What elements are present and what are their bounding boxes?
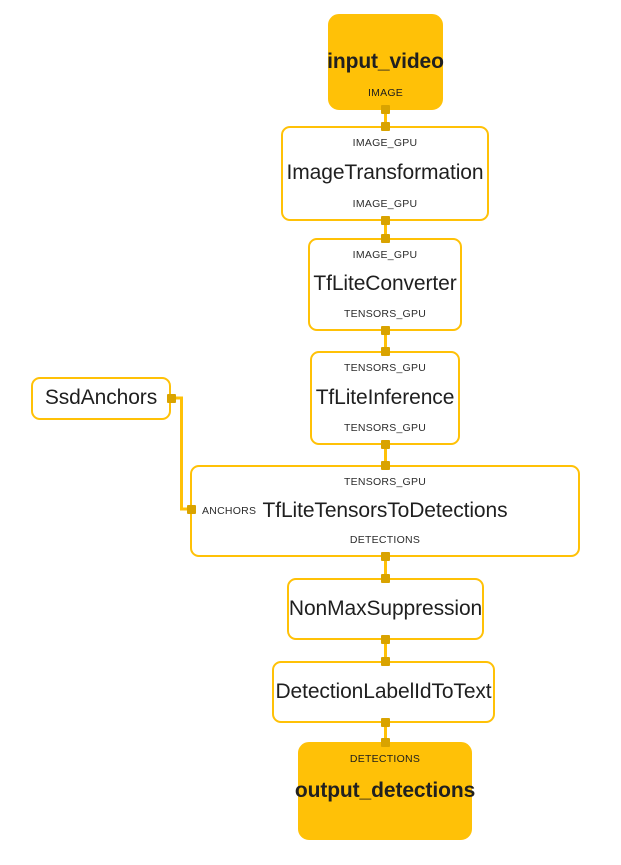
port-dot-non-max-suppression-in[interactable]	[381, 574, 390, 583]
port-dot-detection-label-in[interactable]	[381, 657, 390, 666]
input-port-label: IMAGE_GPU	[352, 249, 418, 261]
node-tflite-tensors-to-detections[interactable]: TENSORS_GPU ANCHORS TfLiteTensorsToDetec…	[190, 465, 580, 557]
port-dot-tensors-to-detections-in[interactable]	[381, 461, 390, 470]
output-port-label: TENSORS_GPU	[343, 421, 427, 434]
node-title: input_video	[327, 49, 444, 73]
node-title: SsdAnchors	[44, 386, 158, 410]
port-dot-input-video-out[interactable]	[381, 105, 390, 114]
port-dot-non-max-suppression-out[interactable]	[381, 635, 390, 644]
node-detection-label-id-to-text[interactable]: DetectionLabelIdToText	[272, 661, 495, 723]
side-input-port-label: ANCHORS	[202, 504, 257, 517]
port-dot-image-transformation-out[interactable]	[381, 216, 390, 225]
node-input-video[interactable]: input_video IMAGE	[327, 14, 444, 110]
port-dot-tensors-to-detections-anchors[interactable]	[187, 505, 196, 514]
input-port-label: IMAGE_GPU	[352, 137, 418, 149]
output-port-label: IMAGE	[367, 86, 404, 99]
input-port-label: TENSORS_GPU	[343, 476, 427, 488]
node-title: DetectionLabelIdToText	[275, 679, 492, 703]
node-title: TfLiteTensorsToDetections	[262, 498, 508, 522]
port-dot-tflite-inference-out[interactable]	[381, 440, 390, 449]
input-port-label: DETECTIONS	[349, 753, 421, 765]
output-port-label: DETECTIONS	[349, 533, 421, 546]
port-dot-tflite-inference-in[interactable]	[381, 347, 390, 356]
node-title: TfLiteInference	[315, 385, 455, 409]
node-output-detections[interactable]: DETECTIONS output_detections	[294, 742, 476, 840]
node-tflite-inference[interactable]: TENSORS_GPU TfLiteInference TENSORS_GPU	[310, 351, 460, 445]
edge-ssd-anchors-to-tensors-to-detections	[171, 396, 192, 511]
output-port-label: IMAGE_GPU	[352, 197, 418, 210]
node-title: output_detections	[294, 778, 476, 802]
port-dot-tensors-to-detections-out[interactable]	[381, 552, 390, 561]
node-title: TfLiteConverter	[313, 272, 457, 296]
node-non-max-suppression[interactable]: NonMaxSuppression	[287, 578, 484, 640]
port-dot-tflite-converter-in[interactable]	[381, 234, 390, 243]
node-ssd-anchors[interactable]: SsdAnchors	[31, 377, 171, 420]
node-title: ImageTransformation	[286, 161, 484, 185]
port-dot-ssd-anchors-out[interactable]	[167, 394, 176, 403]
node-image-transformation[interactable]: IMAGE_GPU ImageTransformation IMAGE_GPU	[281, 126, 489, 221]
port-dot-output-detections-in[interactable]	[381, 738, 390, 747]
port-dot-tflite-converter-out[interactable]	[381, 326, 390, 335]
input-port-label: TENSORS_GPU	[343, 362, 427, 374]
node-tflite-converter[interactable]: IMAGE_GPU TfLiteConverter TENSORS_GPU	[308, 238, 462, 331]
port-dot-detection-label-out[interactable]	[381, 718, 390, 727]
node-title: NonMaxSuppression	[288, 596, 483, 620]
output-port-label: TENSORS_GPU	[343, 307, 427, 320]
port-dot-image-transformation-in[interactable]	[381, 122, 390, 131]
